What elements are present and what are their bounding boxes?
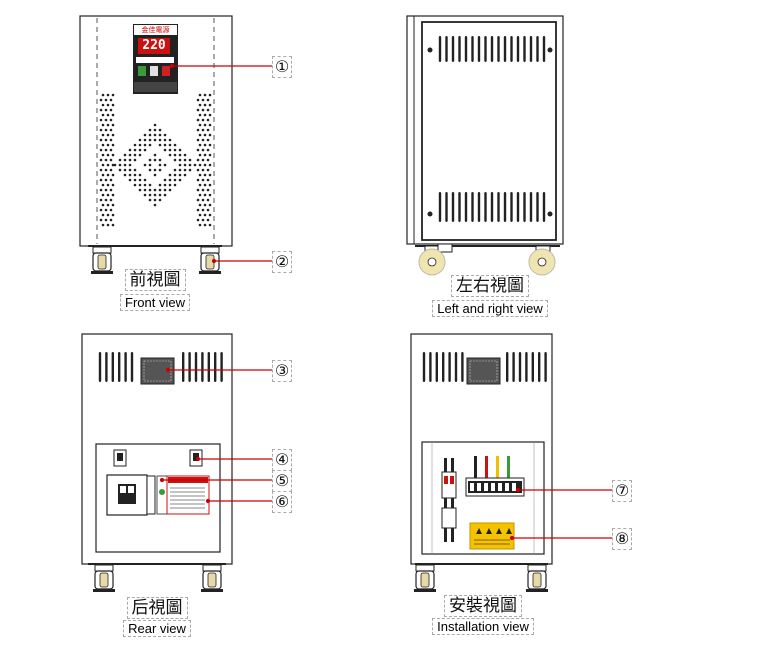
callout-5: ⑤: [272, 470, 292, 492]
callout-2: ②: [272, 251, 292, 273]
rear-view-label: 后視圖 Rear view: [102, 597, 212, 637]
control-panel: [133, 24, 178, 94]
callout-7: ⑦: [612, 480, 632, 502]
front-view-title-en: Front view: [120, 294, 190, 311]
warning-label: [166, 475, 210, 515]
terminal-block: [465, 456, 525, 497]
vent-slots-bottom: [438, 192, 546, 222]
front-view-drawing: [79, 15, 233, 275]
front-view-title-cn: 前視圖: [124, 269, 186, 291]
callout-8: ⑧: [612, 528, 632, 550]
side-view-title-en: Left and right view: [432, 300, 548, 317]
installation-view-drawing: [410, 333, 553, 593]
panel-display: 220: [142, 38, 166, 53]
install-view-title-cn: 安裝視圖: [444, 595, 522, 617]
callout-4: ④: [272, 449, 292, 471]
wiring-label: [469, 522, 515, 550]
rear-view-title-cn: 后視圖: [126, 597, 188, 619]
install-view-title-en: Installation view: [432, 618, 534, 635]
rear-view-drawing: [81, 333, 233, 593]
install-view-label: 安裝視圖 Installation view: [418, 595, 548, 635]
side-view-drawing: [406, 15, 564, 276]
ventilation-pattern: [99, 93, 212, 227]
breaker-panel: [106, 474, 148, 516]
vent-slots-top: [438, 36, 546, 62]
install-vent-slots: [422, 352, 547, 382]
panel-brand: 金佳電源: [141, 26, 170, 34]
breaker-column: [441, 458, 457, 542]
callout-3: ③: [272, 360, 292, 382]
leader-lines: [159, 63, 612, 541]
callout-6: ⑥: [272, 491, 292, 513]
side-view-label: 左右視圖 Left and right view: [420, 275, 560, 317]
side-view-title-cn: 左右視圖: [451, 275, 529, 297]
callout-1: ①: [272, 56, 292, 78]
side-caster-left: [418, 243, 453, 276]
rear-view-title-en: Rear view: [123, 620, 191, 637]
rear-vent-slots: [98, 352, 223, 382]
front-view-label: 前視圖 Front view: [100, 269, 210, 311]
side-caster-right: [528, 245, 556, 276]
